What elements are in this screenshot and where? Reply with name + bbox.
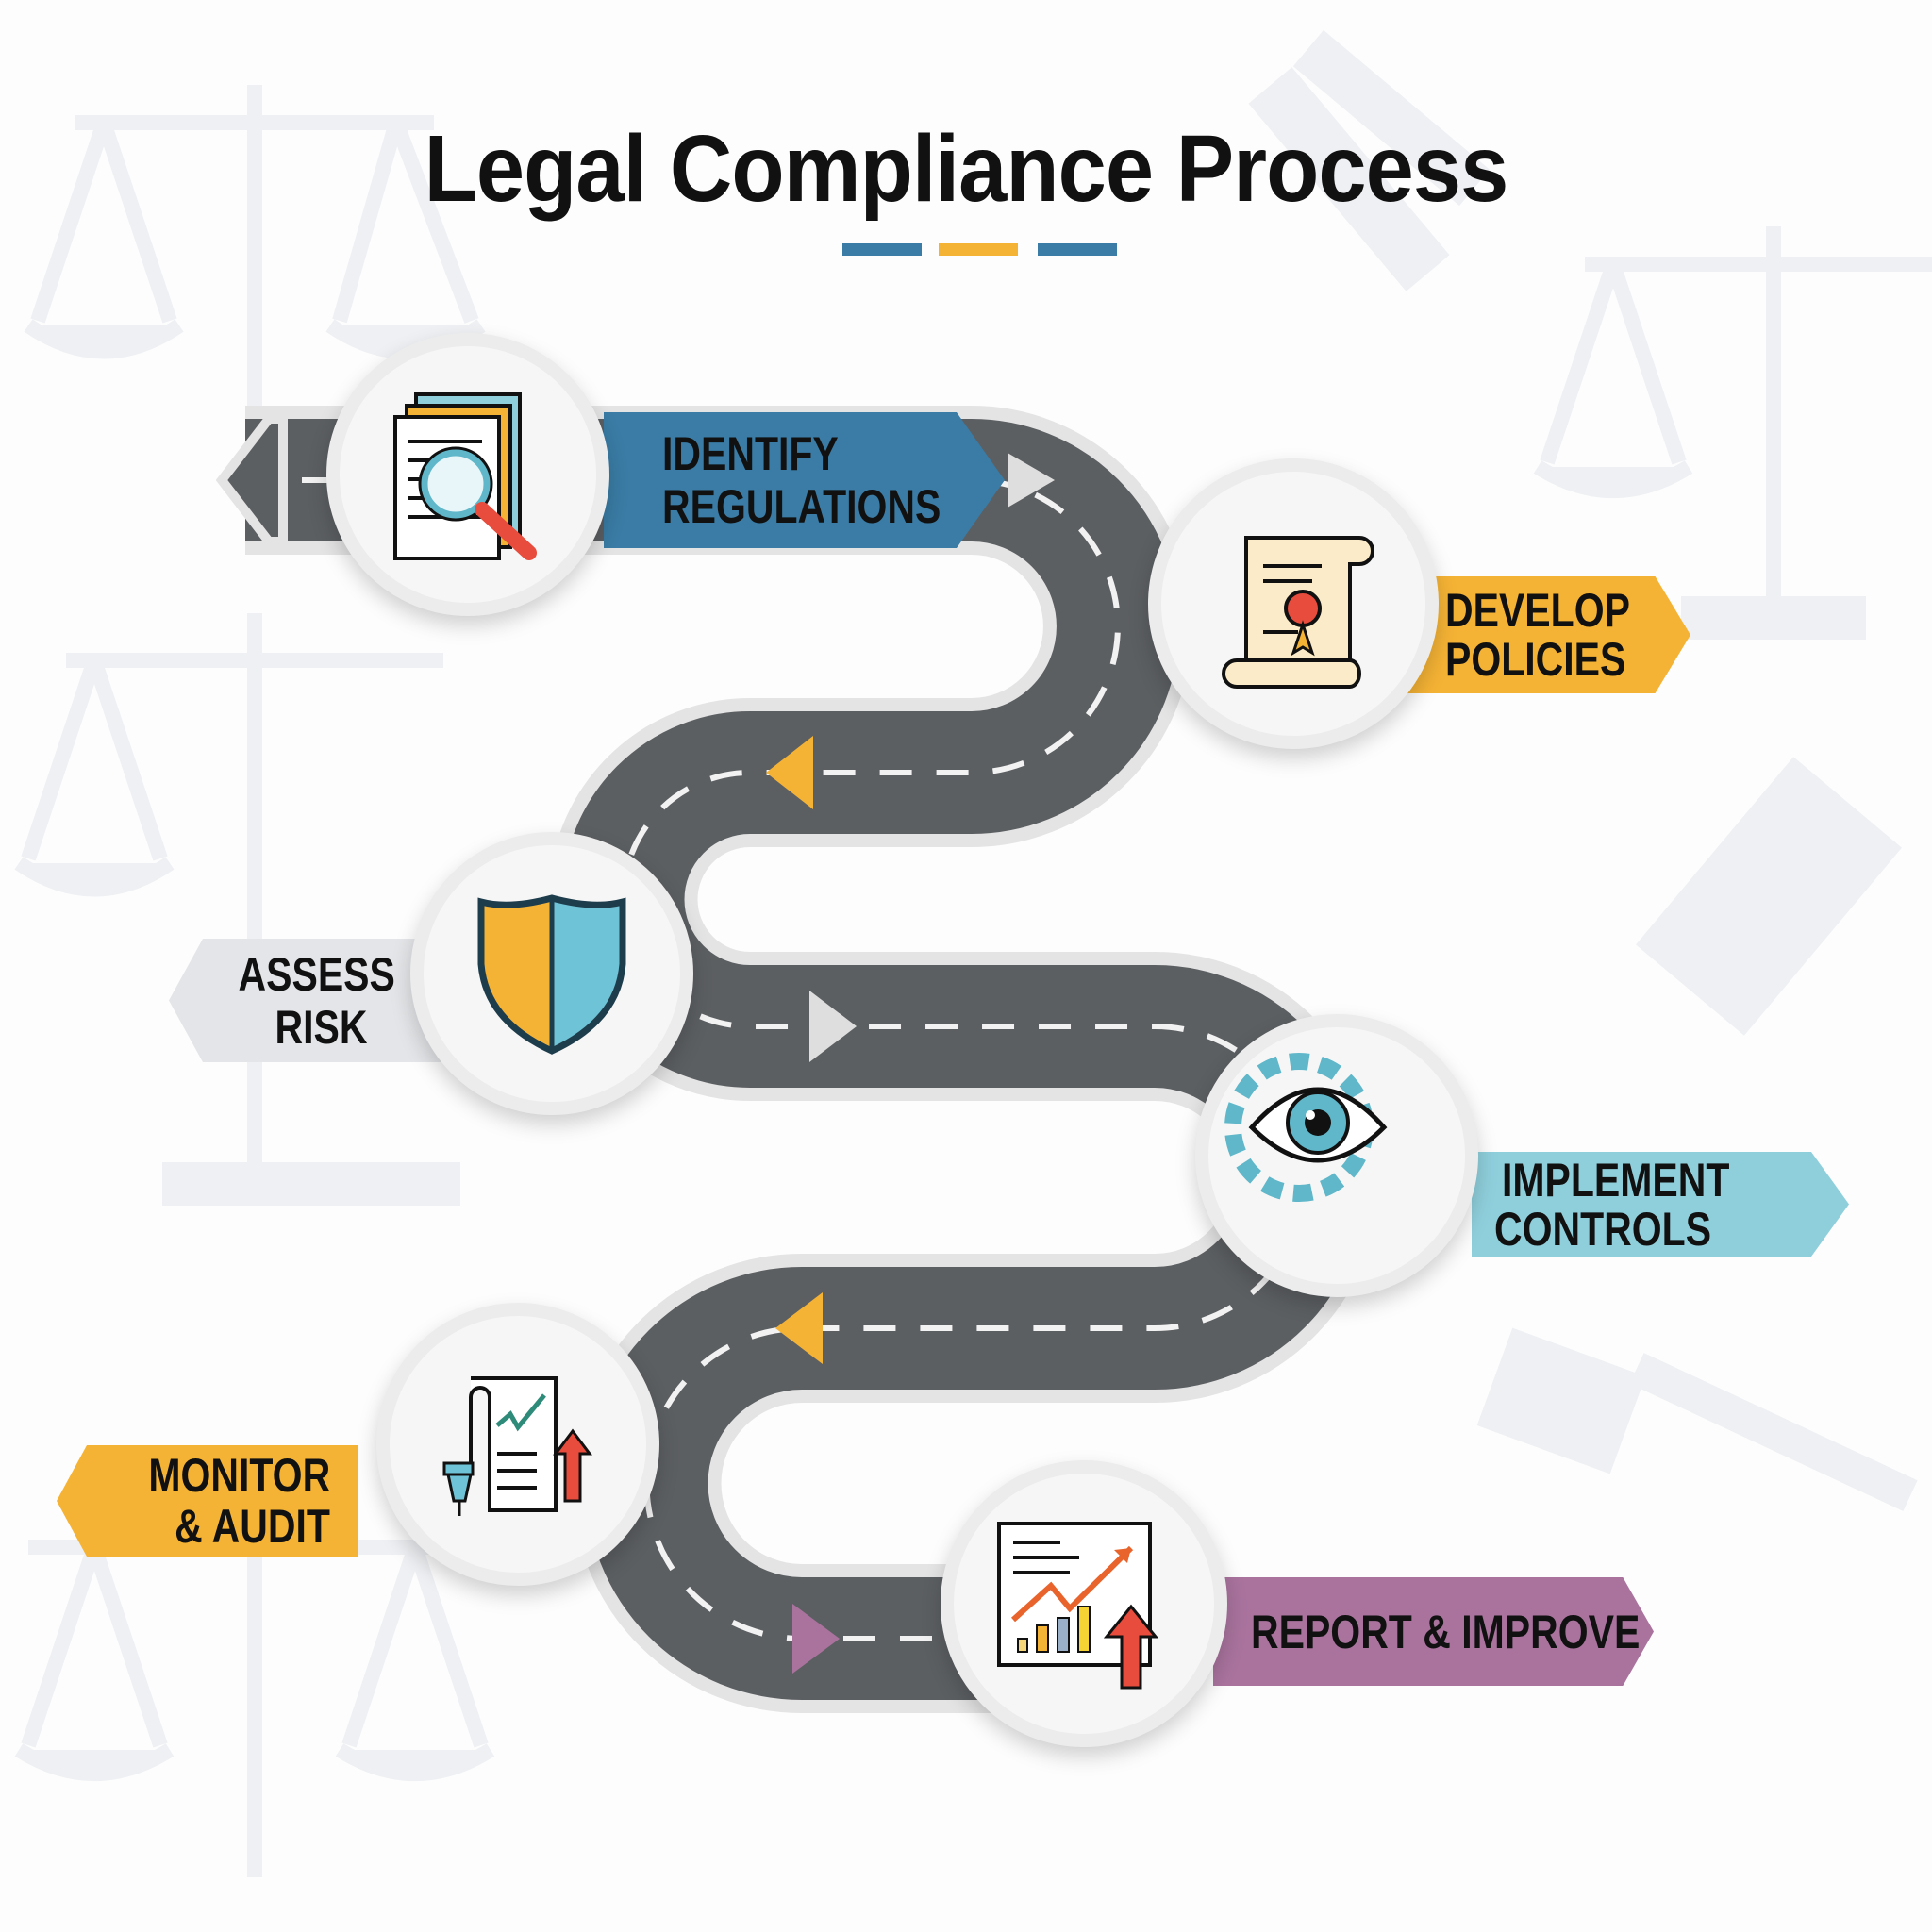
scales-icon bbox=[14, 613, 460, 1206]
step-icon-circle bbox=[1148, 458, 1439, 749]
step-label: MONITOR bbox=[148, 1449, 330, 1502]
page-title: Legal Compliance Process bbox=[424, 116, 1509, 222]
scroll-certificate-icon bbox=[1222, 536, 1374, 689]
step-banner-monitor-audit: MONITOR & AUDIT bbox=[57, 1445, 358, 1557]
gear-eye-icon bbox=[1224, 1053, 1388, 1202]
title-underline-yellow bbox=[939, 243, 1018, 256]
step-label: CONTROLS bbox=[1494, 1202, 1712, 1256]
growth-chart-icon bbox=[997, 1522, 1159, 1690]
step-banner-develop-policies: DEVELOP POLICIES bbox=[1396, 576, 1690, 693]
step-label: DEVELOP bbox=[1445, 584, 1630, 637]
road-arrow-right bbox=[792, 1604, 840, 1674]
step-label: IDENTIFY bbox=[662, 427, 839, 480]
step-banner-identify-regulations: IDENTIFY REGULATIONS bbox=[604, 412, 1005, 548]
step-label: IMPLEMENT bbox=[1502, 1153, 1730, 1207]
step-label: REPORT & IMPROVE bbox=[1251, 1605, 1641, 1658]
step-banner-implement-controls: IMPLEMENT CONTROLS bbox=[1472, 1152, 1849, 1257]
step-label: REGULATIONS bbox=[662, 480, 941, 533]
step-icon-circle bbox=[376, 1303, 659, 1586]
step-icon-circle bbox=[1195, 1014, 1478, 1297]
step-banner-assess-risk: ASSESS RISK bbox=[169, 939, 452, 1062]
step-icon-circle bbox=[326, 333, 609, 616]
step-label: RISK bbox=[275, 1000, 367, 1054]
step-icon-circle bbox=[941, 1460, 1227, 1747]
report-monitor-icon bbox=[442, 1376, 592, 1516]
step-label: & AUDIT bbox=[175, 1500, 330, 1553]
step-label: POLICIES bbox=[1445, 633, 1626, 686]
shield-icon bbox=[477, 894, 626, 1055]
step-icon-circle bbox=[410, 832, 693, 1115]
road-arrow-left bbox=[775, 1292, 823, 1364]
gavel-icon bbox=[1248, 29, 1918, 1511]
step-banner-report-improve: REPORT & IMPROVE bbox=[1213, 1577, 1654, 1686]
document-magnifier-icon bbox=[393, 392, 537, 560]
road-arrow-left bbox=[766, 736, 813, 809]
scales-icon bbox=[1533, 226, 1932, 640]
title-underline-blue bbox=[1038, 243, 1117, 256]
road-arrow-right bbox=[1008, 453, 1055, 508]
road-arrow-right bbox=[809, 991, 857, 1062]
step-label: ASSESS bbox=[238, 947, 395, 1001]
title-underline-blue bbox=[842, 243, 922, 256]
road-start-arrow bbox=[215, 414, 288, 546]
